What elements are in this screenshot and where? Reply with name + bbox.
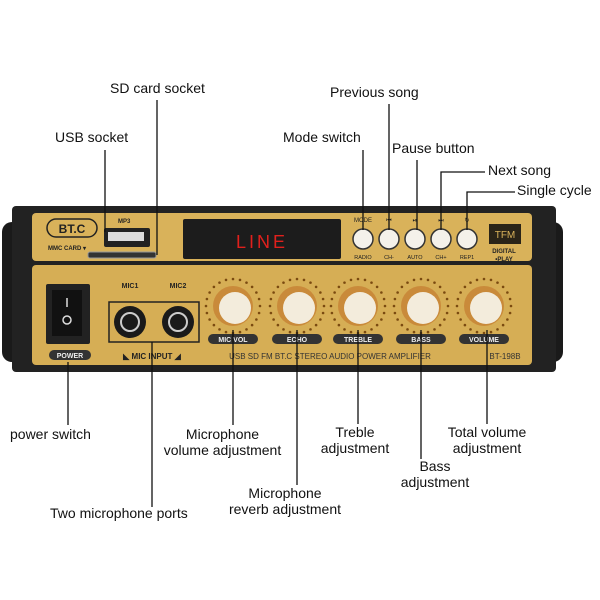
button-top-label: ⏯ <box>413 218 418 224</box>
mic1-port[interactable] <box>114 306 146 338</box>
play-label: •PLAY <box>495 257 513 263</box>
label-single-cycle: Single cycle <box>517 182 592 198</box>
label-power-switch: power switch <box>10 426 91 442</box>
tfm-logo <box>489 224 521 244</box>
brand-logo: BT.C <box>59 222 86 236</box>
digital-label: DIGITAL <box>492 249 516 255</box>
knob-label: VOLUME <box>469 337 499 344</box>
sd-card-slot[interactable] <box>87 251 157 259</box>
footer-text: USB SD FM BT.C STEREO AUDIO POWER AMPLIF… <box>229 352 431 361</box>
mic2-port[interactable] <box>162 306 194 338</box>
model-number: BT-198B <box>489 352 520 361</box>
mp3-label: MP3 <box>118 219 131 225</box>
led-display <box>183 219 341 259</box>
panel-button-1[interactable] <box>378 228 400 250</box>
brand-badge <box>46 218 98 238</box>
mic2-label: MIC2 <box>170 283 187 290</box>
mic1-label: MIC1 <box>122 283 139 290</box>
label-next-song: Next song <box>488 162 552 178</box>
label-pause-button: Pause button <box>392 140 475 156</box>
panel-button-3[interactable] <box>430 228 452 250</box>
svg-text:TFM: TFM <box>495 230 516 241</box>
label-previous-song: Previous song <box>330 84 419 100</box>
panel-button-2[interactable] <box>404 228 426 250</box>
button-bottom-label: CH+ <box>435 255 446 261</box>
button-bottom-label: REP1 <box>460 255 474 261</box>
label-usb-socket: USB socket <box>55 129 129 145</box>
label-mic-ports: Two microphone ports <box>50 505 188 521</box>
mmc-card-label: MMC CARD ▾ <box>48 246 87 252</box>
power-label: POWER <box>57 353 83 360</box>
label-sd-card-socket: SD card socket <box>110 80 205 96</box>
button-bottom-label: AUTO <box>407 255 423 261</box>
label-mode-switch: Mode switch <box>283 129 361 145</box>
button-bottom-label: RADIO <box>354 255 372 261</box>
panel-button-0[interactable] <box>352 228 374 250</box>
leader-lines <box>67 100 515 507</box>
display-text: LINE <box>236 232 288 252</box>
panel-button-4[interactable] <box>456 228 478 250</box>
button-bottom-label: CH- <box>384 255 394 261</box>
